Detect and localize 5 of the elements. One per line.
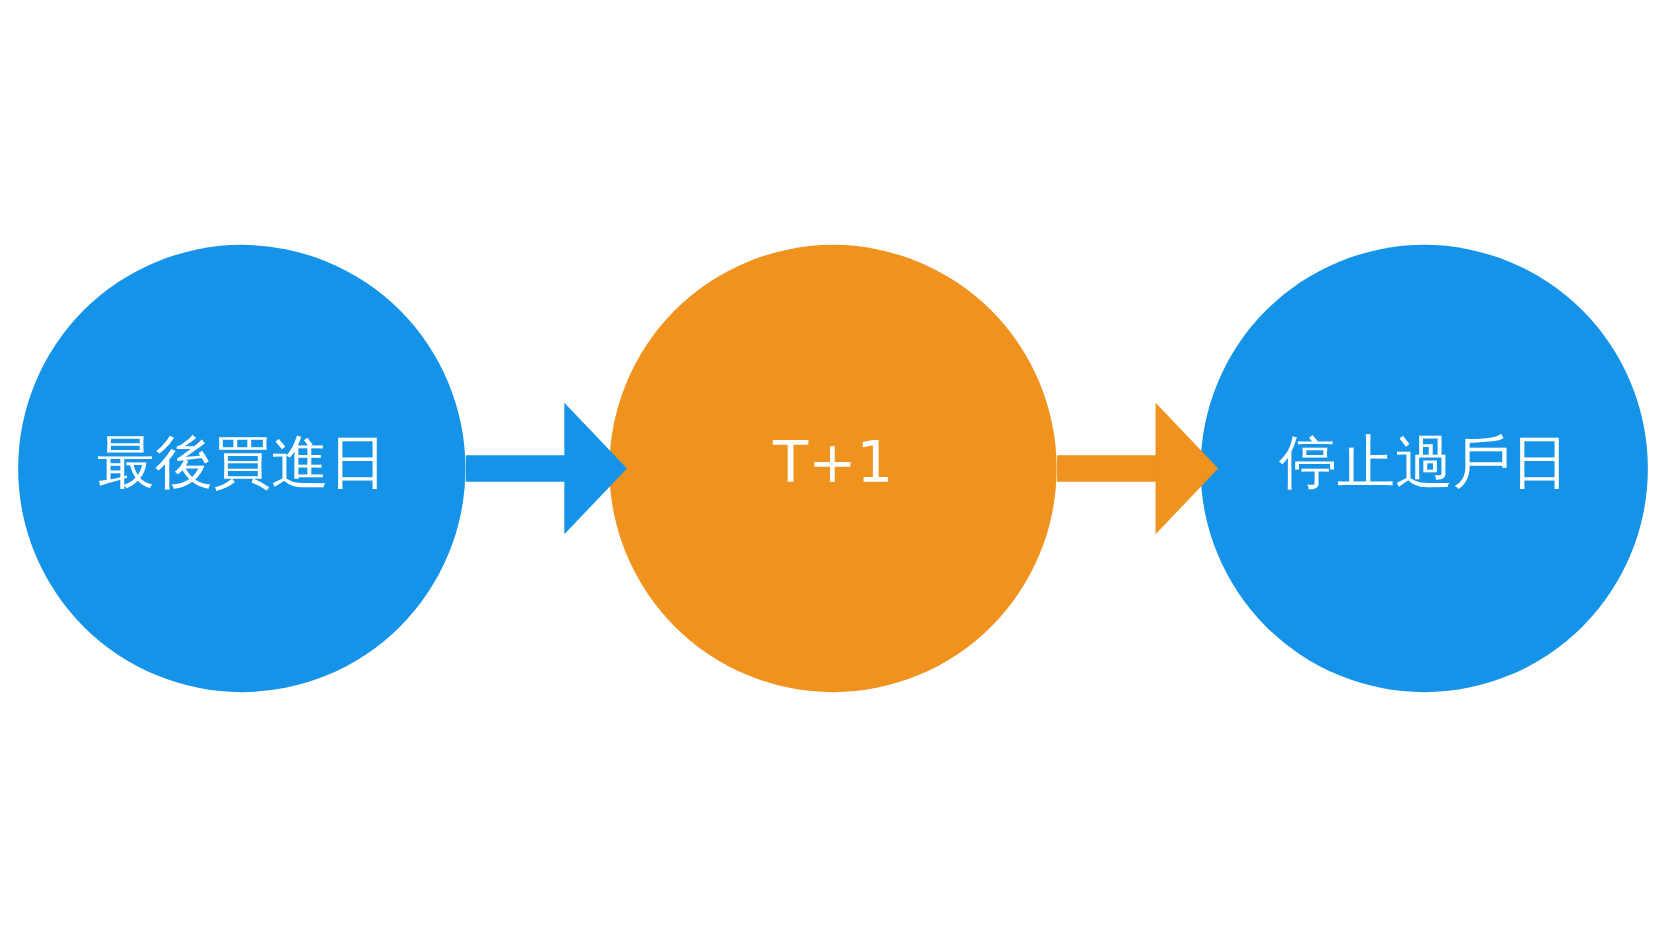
node-circle: T+1 — [609, 244, 1057, 693]
node-circle: 最後買進日 — [18, 244, 466, 693]
arrow — [1057, 402, 1219, 535]
arrow — [465, 402, 627, 535]
node-circle: 停止過戶日 — [1200, 244, 1648, 693]
